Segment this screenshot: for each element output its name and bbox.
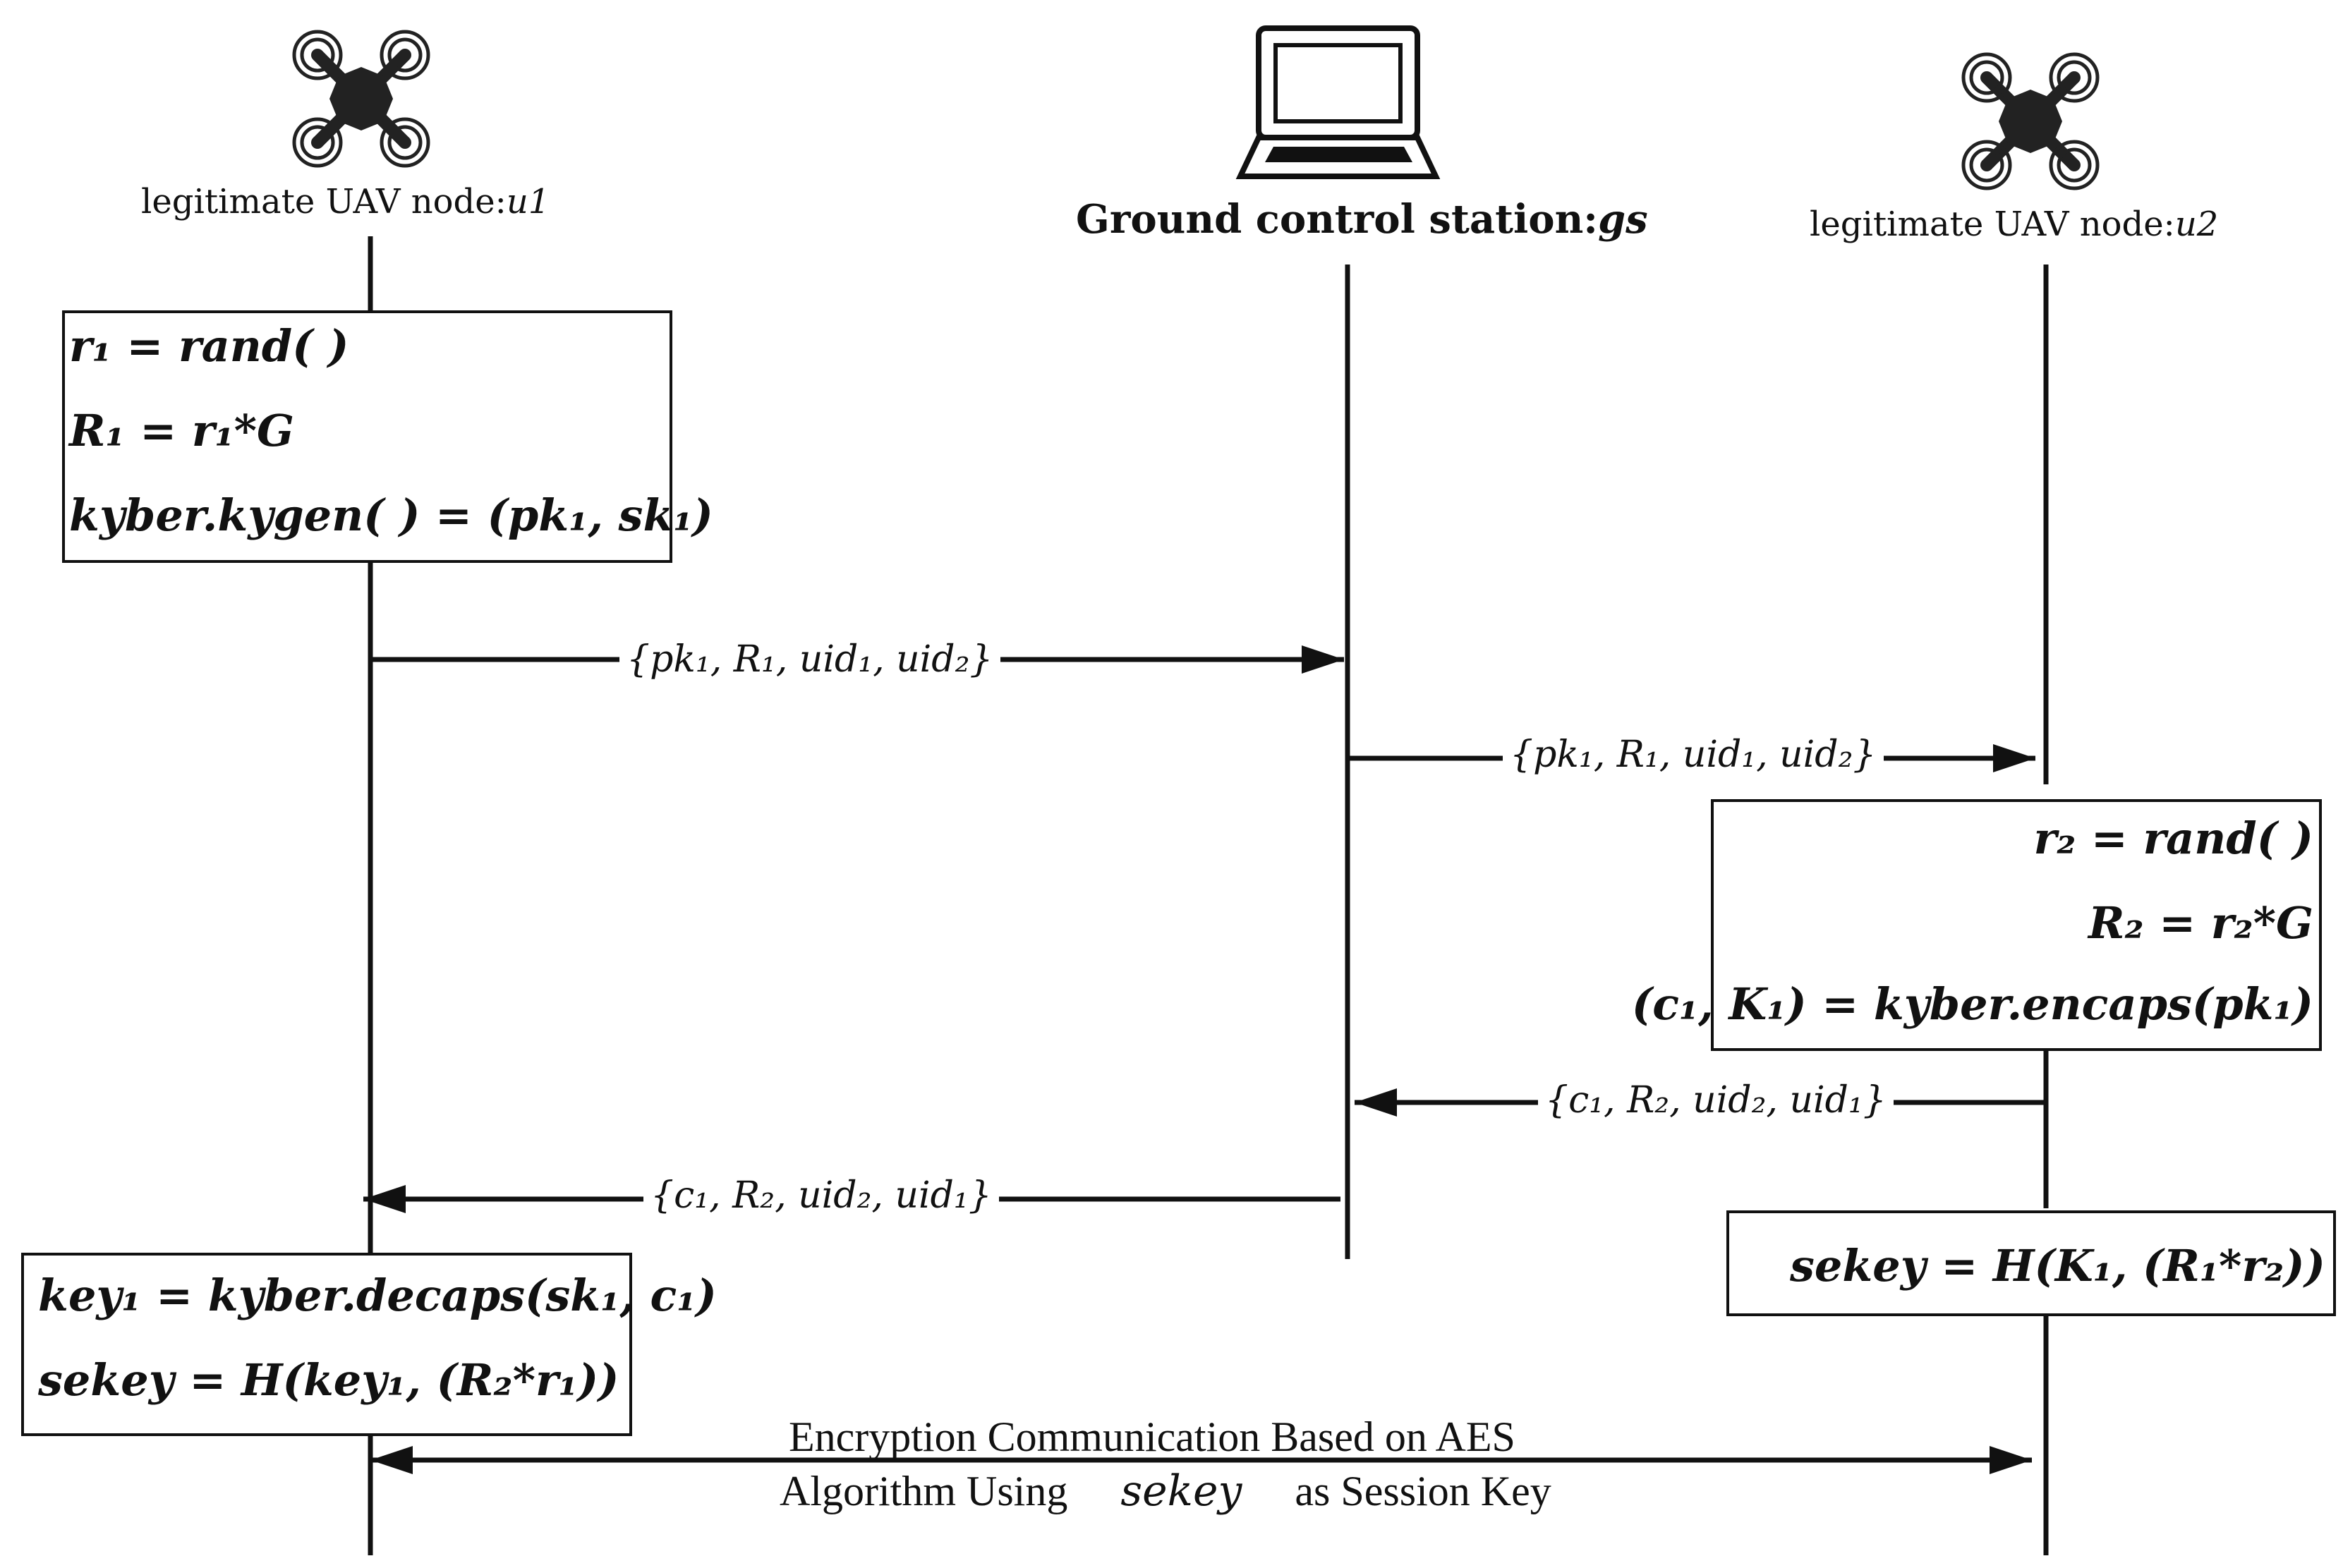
laptop-icon <box>1235 25 1441 179</box>
actor-label-text: legitimate UAV node: <box>1810 205 2175 244</box>
equation-line: (c₁, K₁) = kyber.encaps(pk₁) <box>1631 978 2313 1030</box>
message-label: {c₁, R₂, uid₂, uid₁} <box>643 1174 999 1217</box>
actor-label-u2: legitimate UAV node:u2 <box>1810 205 2218 244</box>
note-text: Algorithm Using <box>780 1468 1068 1514</box>
actor-label-var: u1 <box>506 182 550 221</box>
actor-label-text: Ground control station: <box>1076 196 1598 243</box>
equation-line: sekey = H(key₁, (R₂*r₁)) <box>38 1354 619 1406</box>
message-label: {pk₁, R₁, uid₁, uid₂} <box>619 638 1000 681</box>
equation-line: R₂ = r₂*G <box>2088 897 2313 949</box>
equation-line: kyber.kygen( ) = (pk₁, sk₁) <box>69 490 713 541</box>
final-note-line2: Algorithm Using sekey as Session Key <box>780 1469 1551 1514</box>
equation-line: r₁ = rand( ) <box>69 320 349 372</box>
u1-session-key-box: key₁ = kyber.decaps(sk₁, c₁) sekey = H(k… <box>21 1253 717 1436</box>
drone-icon <box>292 30 430 168</box>
actor-label-var: u2 <box>2174 205 2219 244</box>
equation-line: R₁ = r₁*G <box>69 405 294 456</box>
equation-line: sekey = H(K₁, (R₁*r₂)) <box>1790 1240 2325 1292</box>
u2-session-key-box: sekey = H(K₁, (R₁*r₂)) <box>1726 1210 2336 1316</box>
actor-label-text: legitimate UAV node: <box>141 182 507 221</box>
actor-label-var: gs <box>1597 196 1648 243</box>
drone-icon <box>1961 52 2100 190</box>
final-note-line1: Encryption Communication Based on AES <box>789 1414 1515 1460</box>
actor-label-u1: legitimate UAV node:u1 <box>141 182 550 221</box>
note-var: sekey <box>1120 1466 1242 1516</box>
equation-line: r₂ = rand( ) <box>2033 813 2313 864</box>
message-label: {c₁, R₂, uid₂, uid₁} <box>1538 1079 1894 1122</box>
message-label: {pk₁, R₁, uid₁, uid₂} <box>1503 734 1884 776</box>
u1-keygen-box: r₁ = rand( ) R₁ = r₁*G kyber.kygen( ) = … <box>62 310 713 563</box>
u2-encaps-box: r₂ = rand( ) R₂ = r₂*G (c₁, K₁) = kyber.… <box>1632 799 2322 1051</box>
equation-line: key₁ = kyber.decaps(sk₁, c₁) <box>38 1270 717 1321</box>
note-text: as Session Key <box>1295 1468 1551 1514</box>
actor-label-gs: Ground control station:gs <box>1076 196 1648 243</box>
